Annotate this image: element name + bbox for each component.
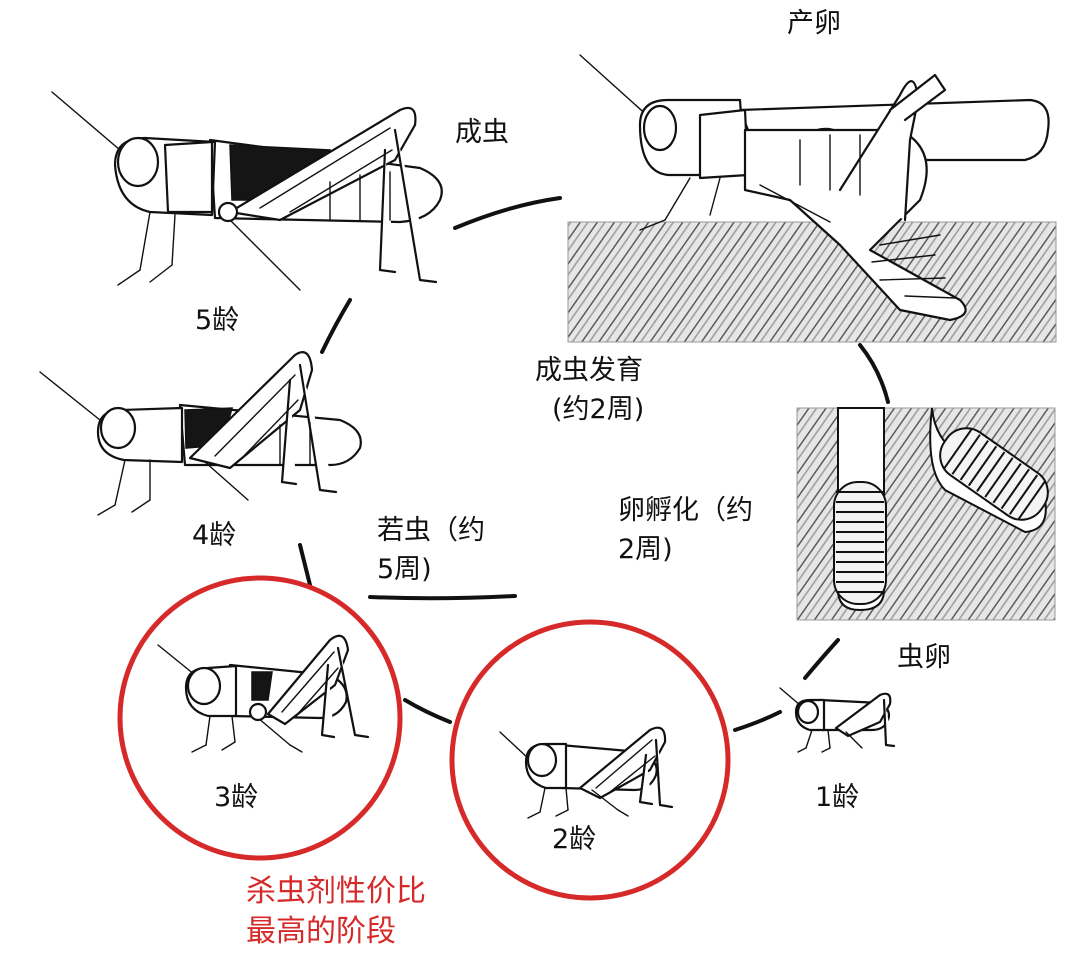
- cycle-arcs: [298, 196, 890, 732]
- adult-locust-icon: [51, 91, 443, 291]
- arc-nymph-bottom: [368, 594, 517, 601]
- label-adult: 成虫: [455, 117, 509, 148]
- label-egg-laying: 产卵: [787, 8, 841, 39]
- arc-adult-to-laying: [453, 196, 562, 230]
- label-instar-4: 4龄: [192, 520, 237, 551]
- instar-1-locust-icon: [779, 687, 896, 753]
- label-eggs: 虫卵: [897, 642, 951, 673]
- label-nymph: 若虫（约: [377, 515, 485, 546]
- label-nymph-duration: 5周): [377, 554, 432, 585]
- label-egg-hatching: 卵孵化（约: [618, 495, 753, 526]
- highlight-ring-instar-2: [449, 619, 731, 901]
- label-best-stage: 杀虫剂性价比: [246, 874, 426, 909]
- instar-4-locust-icon: [39, 351, 362, 516]
- label-instar-5: 5龄: [195, 305, 240, 336]
- label-adult-development-duration: (约2周): [552, 394, 645, 425]
- egg-pod-icon: [833, 407, 1049, 612]
- arc-instar2-to-instar3: [403, 698, 452, 724]
- label-adult-development: 成虫发育: [535, 355, 643, 386]
- arc-instar4-to-instar3: [298, 543, 312, 587]
- arc-laying-to-eggs: [858, 343, 890, 404]
- label-instar-1: 1龄: [815, 782, 860, 813]
- arc-eggs-to-instar1: [803, 638, 840, 680]
- label-egg-hatching-duration: 2周): [618, 534, 673, 565]
- label-instar-3: 3龄: [214, 782, 259, 813]
- label-instar-2: 2龄: [552, 824, 597, 855]
- arc-instar1-to-instar2: [733, 710, 782, 732]
- label-best-stage-2: 最高的阶段: [246, 914, 396, 949]
- instar-2-locust-icon: [499, 726, 674, 819]
- egg-laying-locust-icon: [579, 54, 1050, 322]
- highlight-ring-instar-3: [117, 575, 403, 861]
- soil-texture-icon: [567, 221, 1057, 343]
- instar-3-locust-icon: [157, 634, 370, 753]
- arc-instar5-to-instar4: [320, 298, 352, 354]
